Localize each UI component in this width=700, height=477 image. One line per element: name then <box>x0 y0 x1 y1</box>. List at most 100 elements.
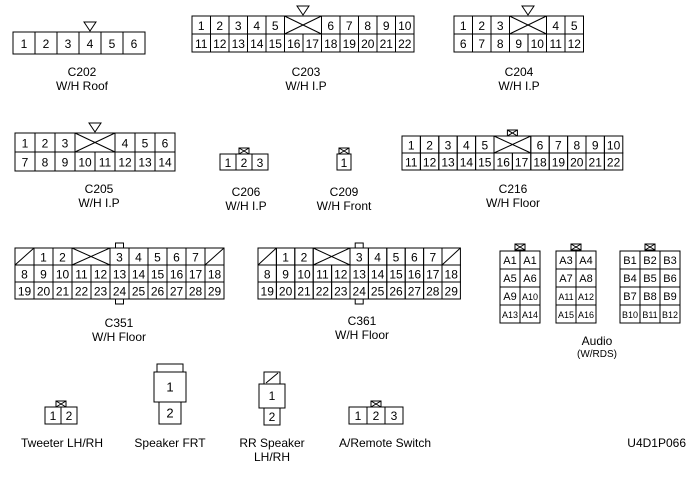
latch-tab <box>370 400 382 408</box>
c361-pin-25: 25 <box>371 285 385 299</box>
c216-pin-5: 5 <box>481 139 488 153</box>
speaker-frt-lower <box>158 401 182 425</box>
latch-mark <box>338 147 350 155</box>
c216-pin-13: 13 <box>441 156 455 170</box>
audio-pin-A4: A4 <box>579 255 592 267</box>
c216-pin-18: 18 <box>533 156 547 170</box>
c205-pin-8: 8 <box>42 156 49 170</box>
c202-pin-5: 5 <box>109 37 116 51</box>
rr-speaker-lower <box>263 407 281 426</box>
c216-pin-cell <box>603 152 624 171</box>
c203-pin-13: 13 <box>232 37 246 51</box>
c205-pin-11: 11 <box>99 156 112 170</box>
c203-pin-4: 4 <box>253 19 260 33</box>
audio-pin-cell <box>575 304 597 324</box>
c351-pin-18: 18 <box>208 268 222 282</box>
c216-pin-19: 19 <box>552 156 566 170</box>
corner-slash <box>204 247 225 266</box>
c351-pin-23: 23 <box>94 285 108 299</box>
c351-pin-20: 20 <box>37 285 51 299</box>
c202-pin-1: 1 <box>21 37 28 51</box>
c351-pin-6: 6 <box>173 251 180 265</box>
audio-pin-B9: B9 <box>663 291 676 303</box>
c204-pin-cell <box>564 33 584 53</box>
c351-pin-29: 29 <box>208 285 222 299</box>
c351-pin-9: 9 <box>40 268 47 282</box>
latch-mark <box>507 129 518 137</box>
c204-pin-6: 6 <box>460 37 467 51</box>
speaker-frt-pin-2: 2 <box>166 406 173 421</box>
cross-line <box>71 247 111 266</box>
c203-pin-10: 10 <box>398 19 412 33</box>
latch-mark <box>644 243 656 251</box>
c203-pin-15: 15 <box>269 37 283 51</box>
c351-pin-27: 27 <box>170 285 184 299</box>
audio-pin-B10: B10 <box>622 310 638 320</box>
c203-pin-14: 14 <box>250 37 264 51</box>
c361-pin-24: 24 <box>353 285 367 299</box>
c206-pin-1: 1 <box>225 156 232 170</box>
c203-pin-19: 19 <box>343 37 357 51</box>
c351-pin-5: 5 <box>154 251 161 265</box>
c216-pin-21: 21 <box>589 156 603 170</box>
key-notch <box>354 298 364 305</box>
latch-mark <box>370 400 382 408</box>
speaker-frt-pin-1: 1 <box>166 380 173 395</box>
c351-pin-28: 28 <box>189 285 203 299</box>
audio-pin-B3: B3 <box>663 255 676 267</box>
c205-pin-14: 14 <box>158 156 172 170</box>
c351-pin-8: 8 <box>21 268 28 282</box>
audio-pin-B12: B12 <box>662 310 678 320</box>
c361-pin-23: 23 <box>334 285 348 299</box>
c204-pin-7: 7 <box>478 37 485 51</box>
c209-pin-1: 1 <box>341 156 348 170</box>
audio-pin-B5: B5 <box>643 273 656 285</box>
c216-pin-20: 20 <box>570 156 584 170</box>
latch-tab <box>506 129 518 137</box>
corner-slash <box>257 247 277 266</box>
c361-pin-9: 9 <box>282 268 289 282</box>
c216-pin-7: 7 <box>555 139 562 153</box>
audio-pin-A9: A9 <box>503 291 516 303</box>
c351-pin-22: 22 <box>75 285 89 299</box>
c351-pin-cell <box>204 281 225 300</box>
audio-pin-A1: A1 <box>523 255 536 267</box>
remote-switch-pin-2: 2 <box>373 409 380 423</box>
c202-pin-4: 4 <box>87 37 94 51</box>
c361-pin-13: 13 <box>353 268 367 282</box>
c203-pin-6: 6 <box>327 19 334 33</box>
tweeter-pin-2: 2 <box>66 409 73 423</box>
tweeter-label: Tweeter LH/RH <box>20 436 104 450</box>
c203-pin-2: 2 <box>216 19 223 33</box>
audio-pin-A5: A5 <box>503 273 516 285</box>
c361-pin-cell <box>441 281 461 300</box>
c203-pin-7: 7 <box>346 19 353 33</box>
c203-pin-21: 21 <box>380 37 394 51</box>
key-notch <box>354 242 364 249</box>
audio-pin-A10: A10 <box>522 292 538 302</box>
c216-pin-2: 2 <box>426 139 433 153</box>
latch-tab <box>644 243 656 251</box>
c205-pin-9: 9 <box>62 156 69 170</box>
rr-speaker-connector: 12 <box>258 371 286 426</box>
speaker-frt-connector: 12 <box>153 363 187 425</box>
remote-switch-pin-3: 3 <box>391 409 398 423</box>
latch-tab <box>238 147 250 155</box>
audio-pin-A6: A6 <box>523 273 536 285</box>
cross-line <box>493 135 532 154</box>
c204-pin-1: 1 <box>460 19 467 33</box>
c204-pin-3: 3 <box>497 19 504 33</box>
audio-pin-B6: B6 <box>663 273 676 285</box>
c216-pin-3: 3 <box>445 139 452 153</box>
audio-pin-A1: A1 <box>503 255 516 267</box>
latch-tab <box>570 243 582 251</box>
